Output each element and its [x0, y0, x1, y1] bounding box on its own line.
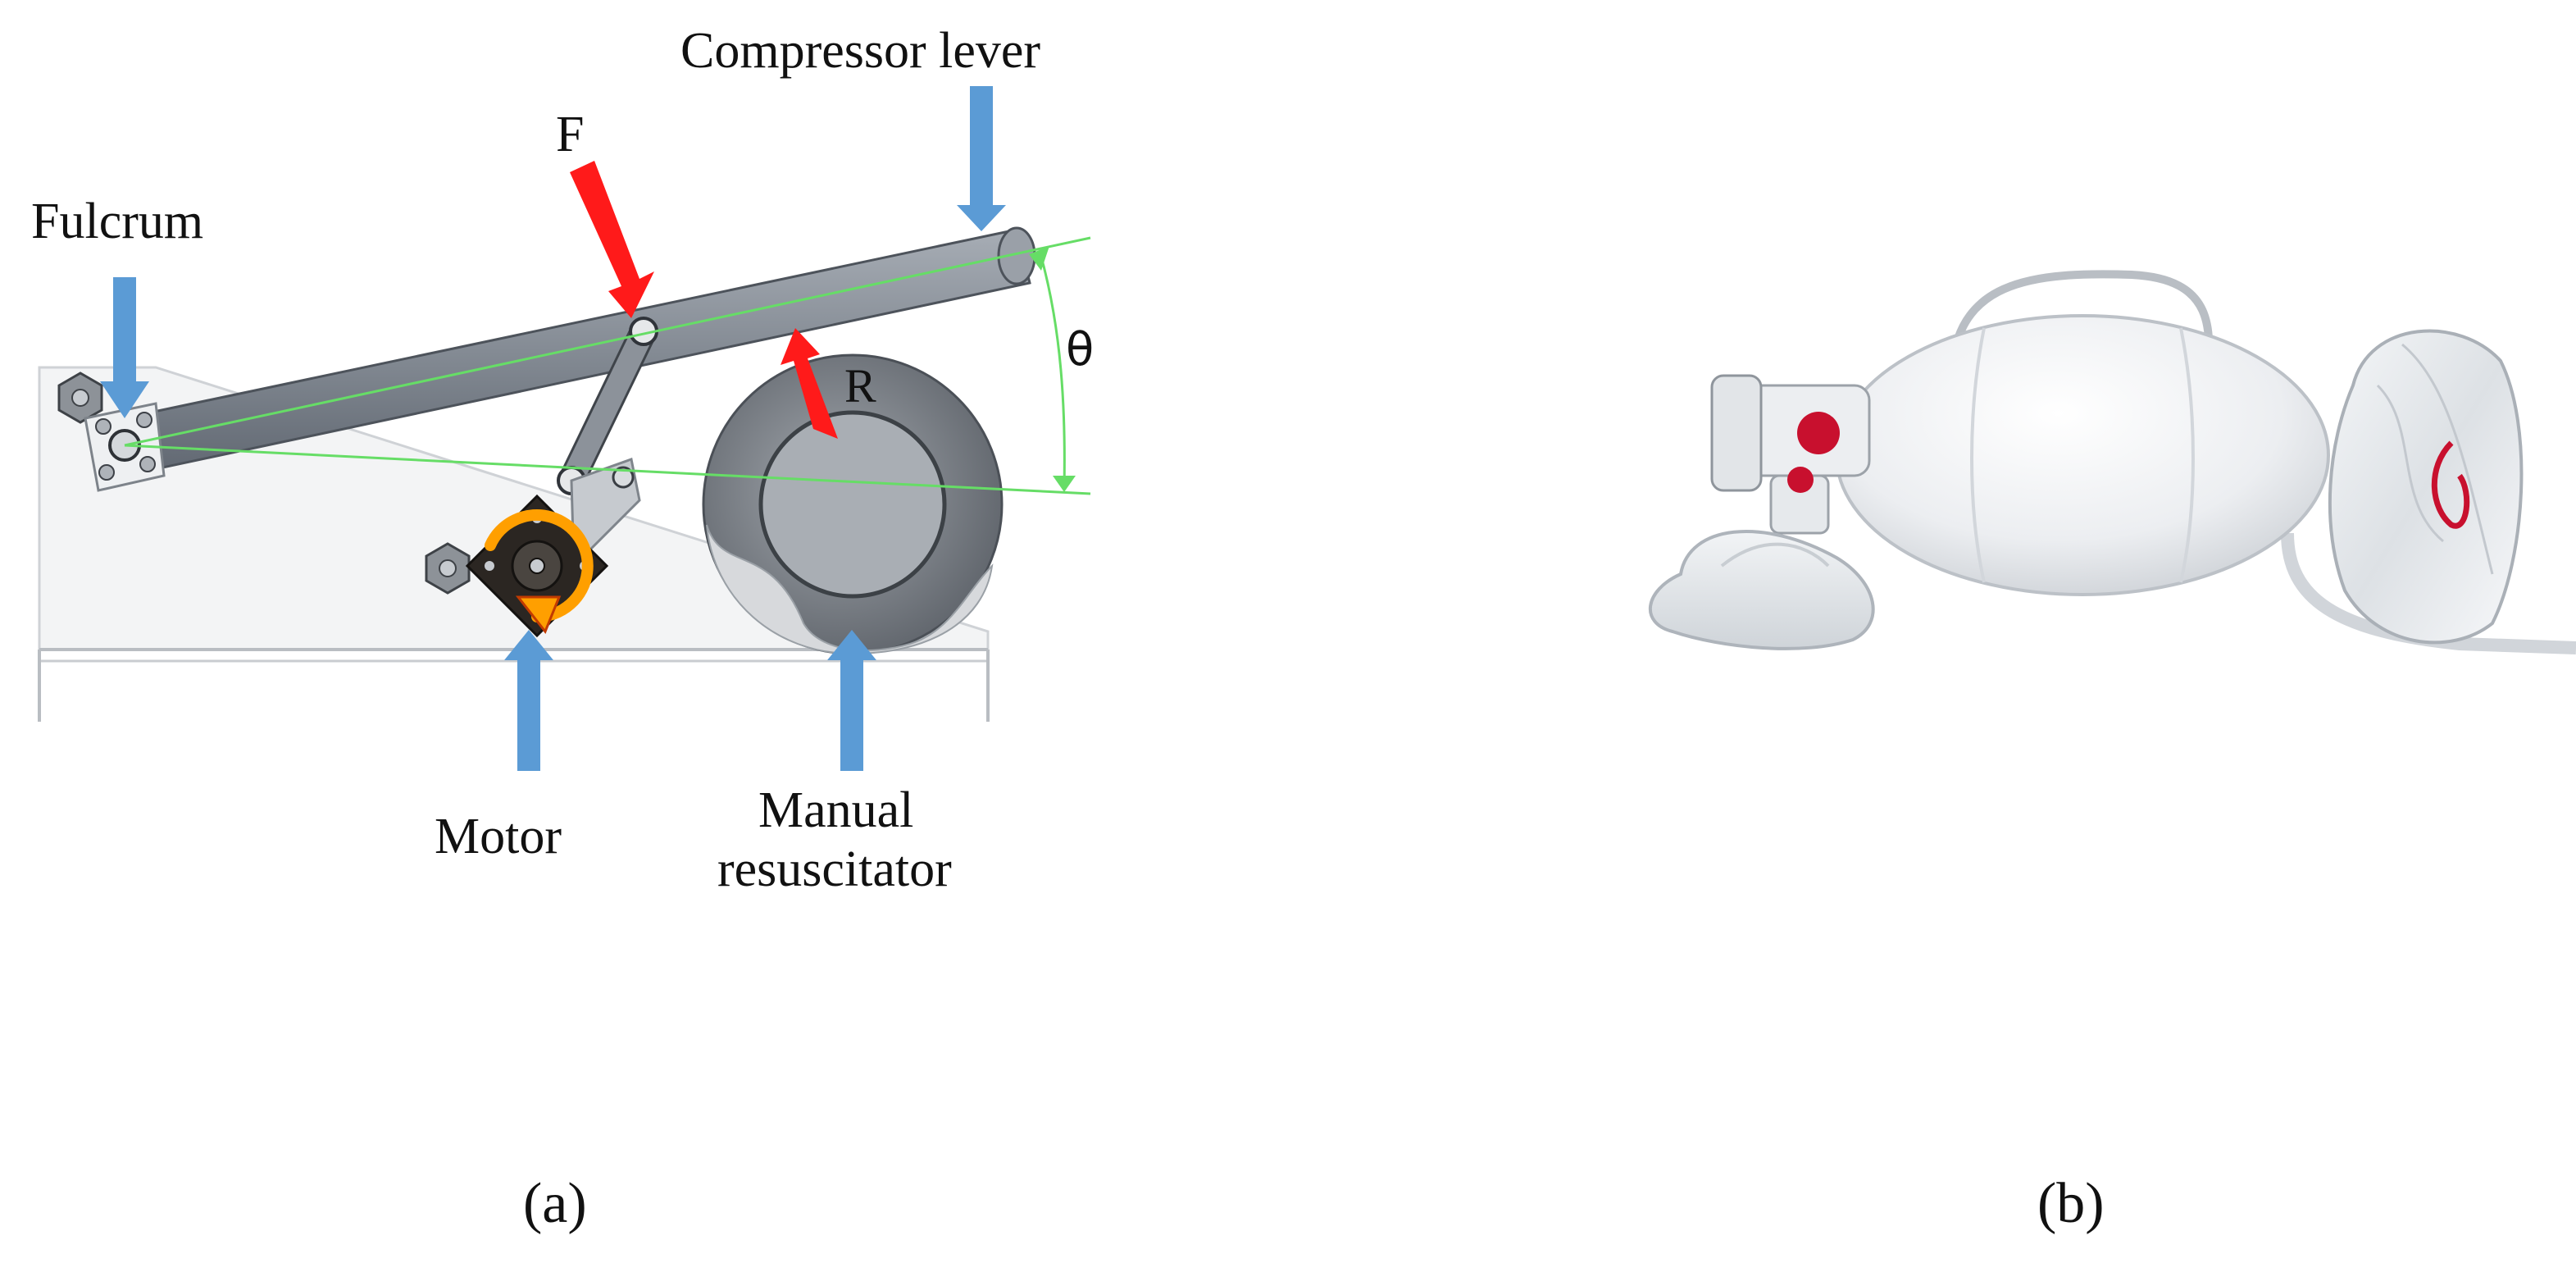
label-manual-resuscitator-line1: Manual [758, 782, 913, 838]
callout-arrow-motor [504, 630, 553, 771]
resuscitator-drum [702, 353, 1004, 655]
patient-valve-red-top [1797, 412, 1840, 454]
label-compressor-lever: Compressor lever [680, 23, 1040, 79]
bag-strap [1947, 270, 2214, 386]
label-fulcrum: Fulcrum [31, 194, 203, 249]
callout-arrow-resuscitator [827, 630, 876, 771]
patient-valve-red-lower [1787, 467, 1814, 493]
label-manual-resuscitator-line2: resuscitator [717, 841, 952, 897]
main-bag [1835, 314, 2330, 596]
callout-arrow-compressor [957, 86, 1006, 231]
face-mask [1649, 529, 1875, 650]
theta-angle-lines [124, 236, 1091, 495]
rotation-arrowhead-icon [515, 595, 562, 634]
rotation-arrow-icon [485, 509, 594, 622]
callout-arrow-fulcrum [100, 277, 149, 418]
reaction-arrow-r [781, 328, 838, 439]
force-arrow-f [570, 161, 654, 318]
label-theta: θ [1066, 323, 1094, 376]
hex-nut-left [57, 372, 103, 424]
label-motor: Motor [435, 809, 562, 864]
panel-b-resuscitator-photo: (b) [1649, 270, 2576, 1235]
panel-a-mechanism: Compressor lever F Fulcrum θ R Motor Man… [31, 23, 1094, 1235]
hex-nut-motor [425, 542, 471, 595]
label-reaction-r: R [844, 359, 876, 413]
caption-panel-b: (b) [2037, 1172, 2105, 1235]
reservoir-red-loop [2431, 440, 2470, 529]
caption-panel-a: (a) [523, 1172, 587, 1235]
reservoir-bag [2328, 329, 2524, 645]
connecting-link [557, 317, 658, 569]
label-force-f: F [556, 107, 584, 162]
